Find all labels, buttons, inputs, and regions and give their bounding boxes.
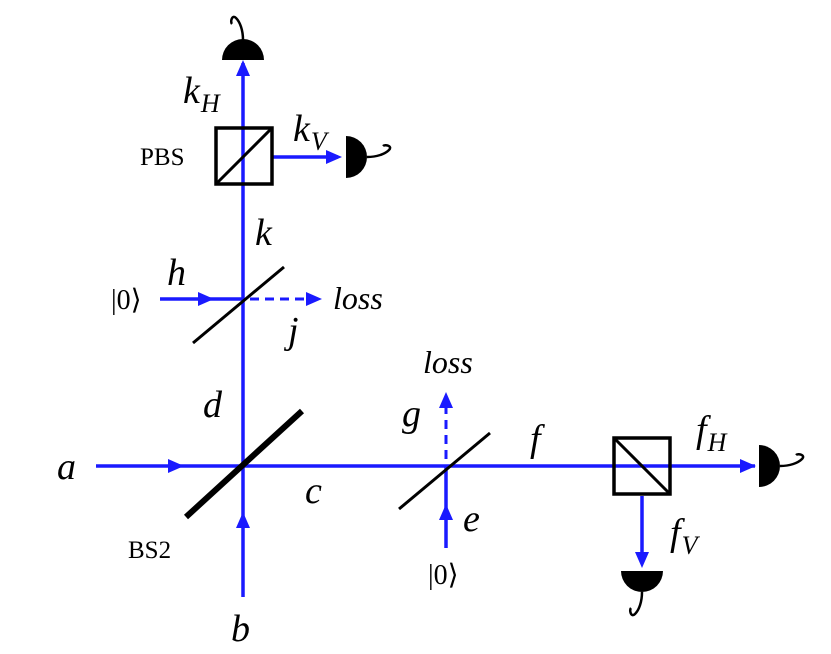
labels: kH kV PBS k h |0⟩ loss j loss d g f fH a… [57, 70, 728, 650]
label-e: e [463, 498, 480, 540]
label-loss-middle: loss [423, 344, 473, 380]
label-h: h [167, 252, 186, 294]
label-kV: kV [293, 108, 330, 156]
polarizing-beam-splitter-icon-right [612, 436, 672, 496]
label-g: g [402, 393, 421, 435]
detector-icon-kV [346, 136, 392, 178]
label-d: d [203, 384, 223, 426]
label-b: b [231, 608, 250, 650]
label-a: a [57, 446, 76, 488]
arrow-e [439, 504, 453, 520]
arrow-kH [236, 60, 250, 76]
beam-splitter-icon-eg [398, 431, 491, 511]
label-c: c [305, 470, 322, 512]
arrow-a [168, 459, 184, 473]
arrow-fH [740, 459, 756, 473]
arrow-fV [635, 552, 649, 568]
beam-splitter-icon-bs2 [183, 408, 305, 520]
arrow-loss-j [306, 292, 322, 306]
arrow-b [236, 512, 250, 528]
arrow-h [198, 292, 214, 306]
label-kH: kH [183, 70, 221, 118]
arrowheads [168, 60, 756, 568]
label-fH: fH [696, 409, 728, 457]
label-f: f [530, 418, 545, 460]
label-k: k [255, 212, 273, 254]
label-vacuum-left: |0⟩ [111, 285, 142, 316]
arrow-loss-g [439, 392, 453, 408]
detector-icon-fV [621, 571, 663, 617]
label-loss-right: loss [333, 280, 383, 316]
label-pbs: PBS [140, 144, 184, 171]
detector-icon-kH [222, 15, 264, 60]
label-j: j [283, 310, 299, 352]
loss-beams [250, 297, 448, 459]
arrow-kV [326, 150, 342, 164]
detector-icon-fH [759, 445, 805, 487]
label-vacuum-bottom: |0⟩ [428, 560, 459, 591]
polarizing-beam-splitter-icon-top [214, 126, 274, 186]
beam-splitter-icon-hj [192, 265, 285, 345]
label-bs2: BS2 [128, 537, 171, 564]
label-fV: fV [670, 512, 701, 560]
beams [96, 63, 755, 597]
beam-splitters [183, 265, 491, 520]
